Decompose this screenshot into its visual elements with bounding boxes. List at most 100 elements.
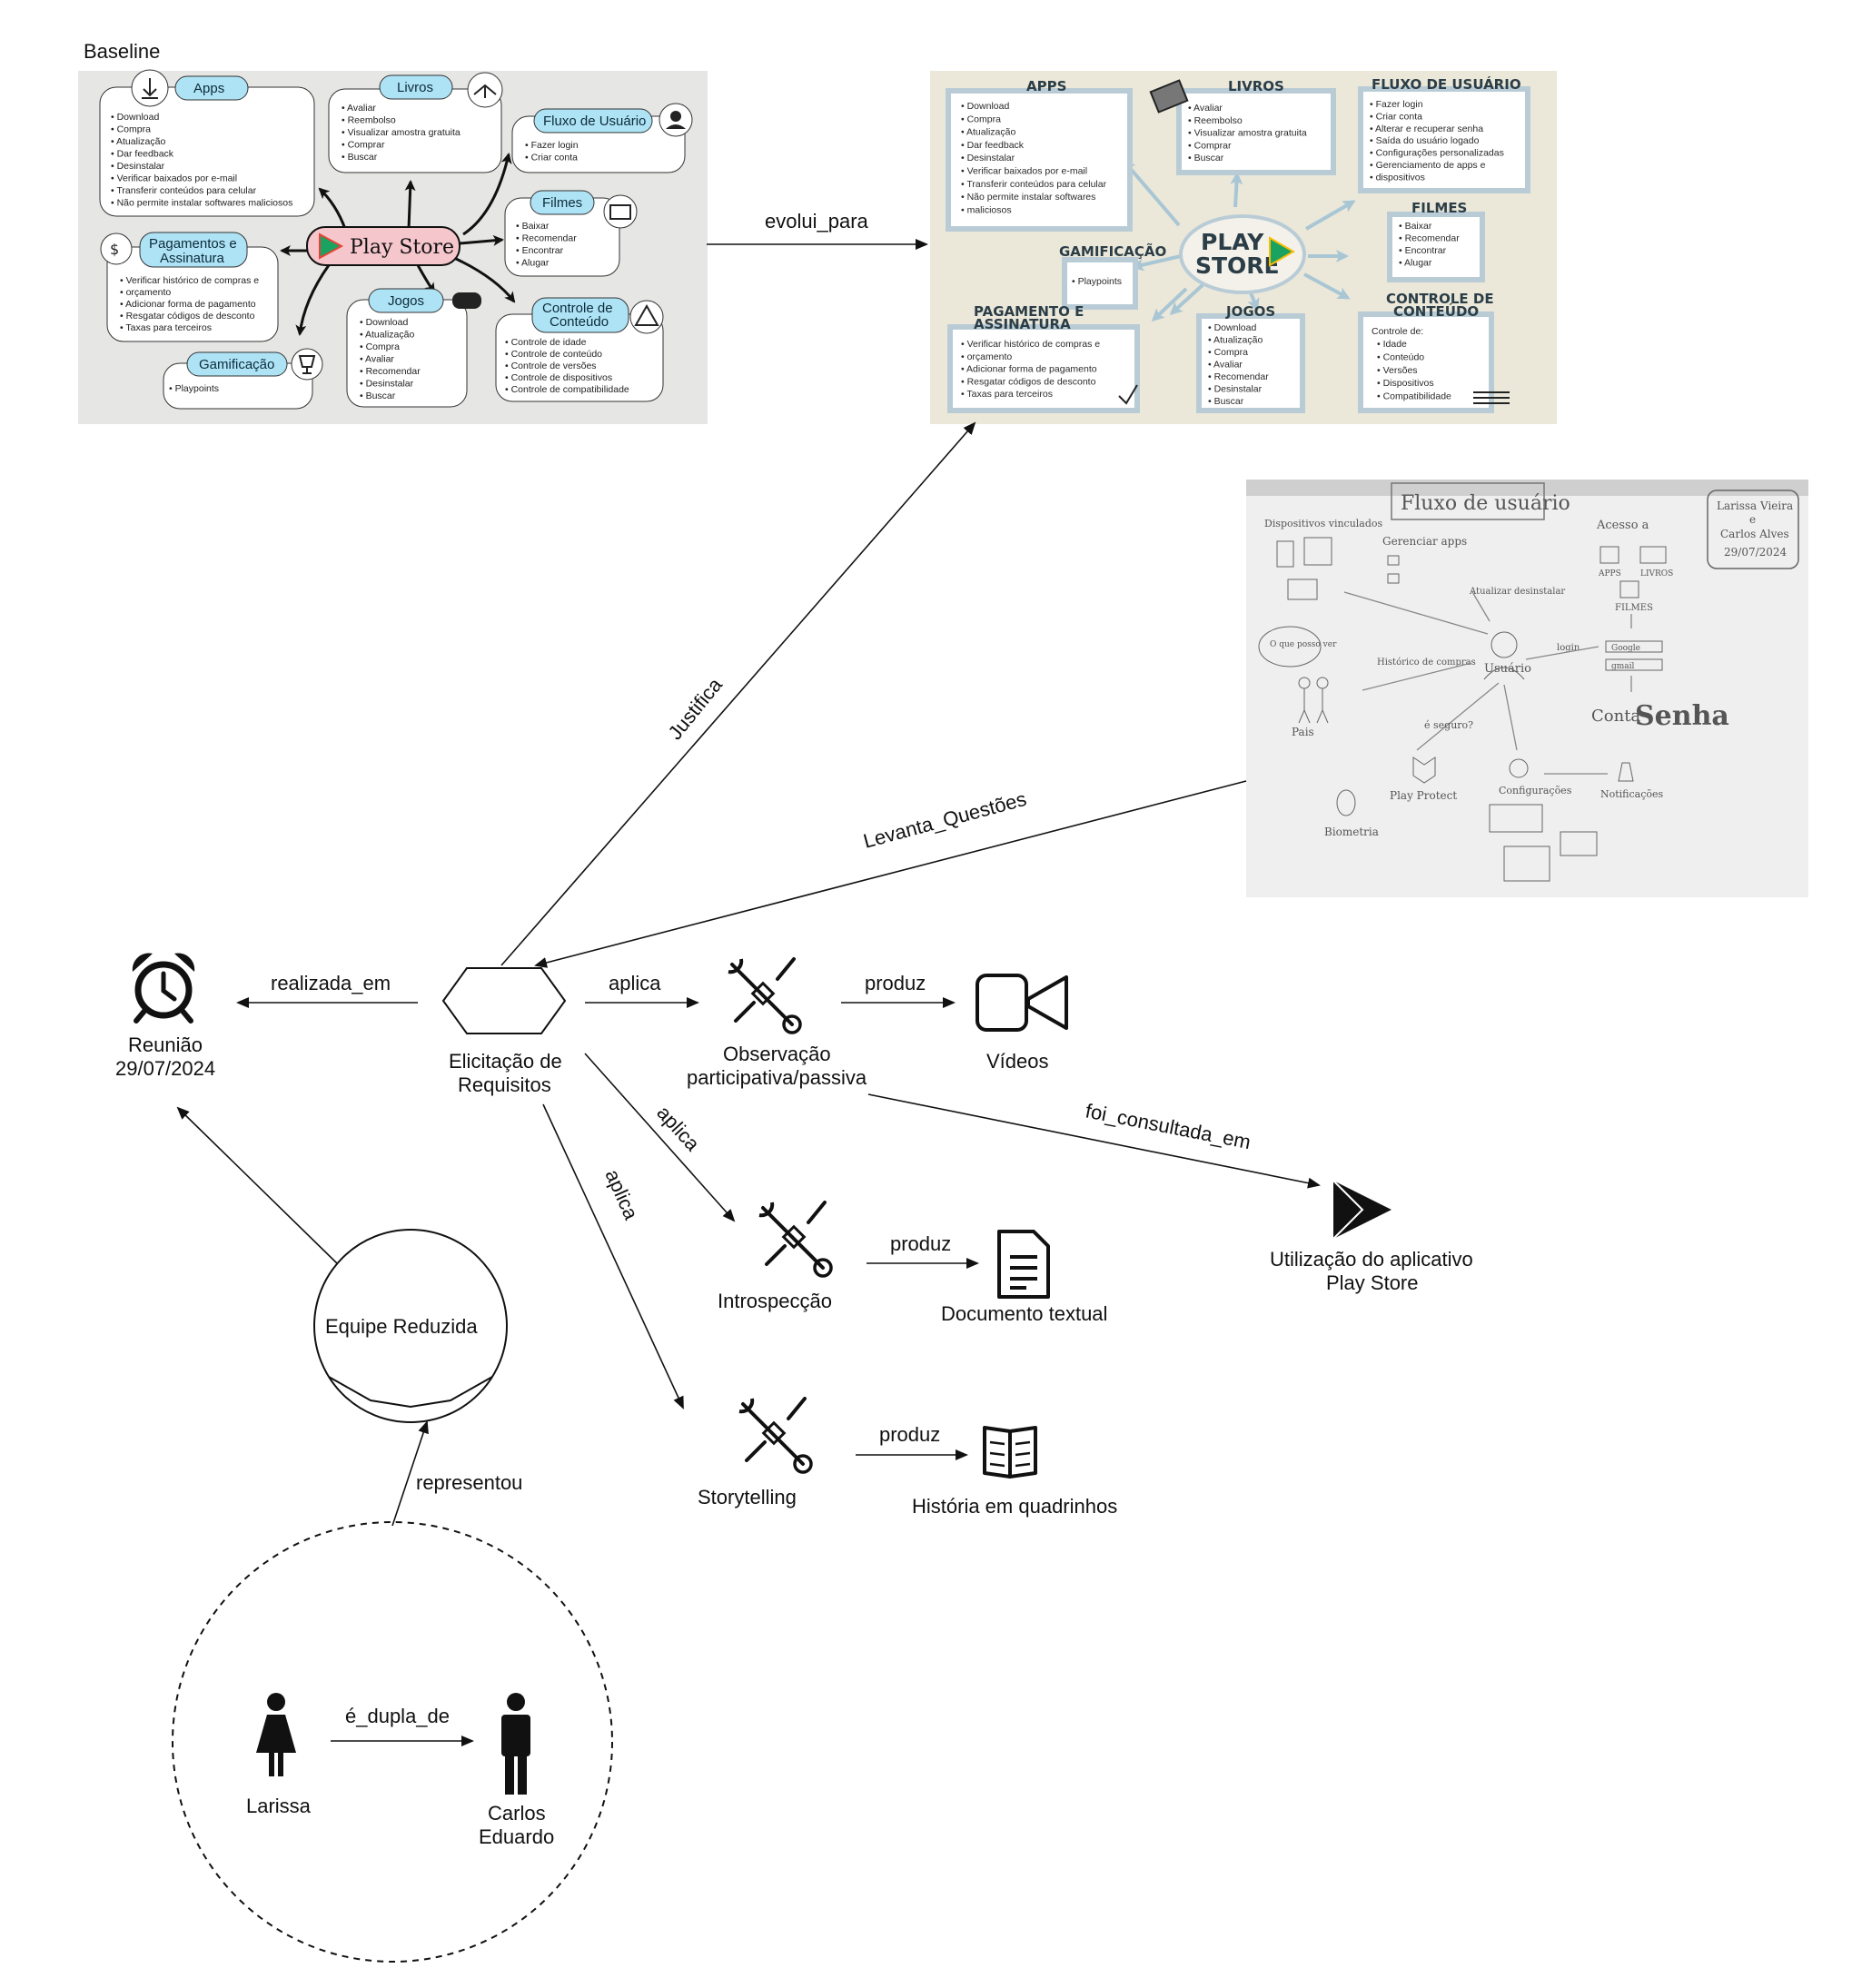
baseline-jogos-pill	[368, 288, 444, 313]
node-reuniao-line1: Reunião	[128, 1034, 203, 1056]
list-item: • Controle de conteúdo	[505, 349, 602, 360]
list-item: • Visualizar amostra gratuita	[1188, 128, 1307, 139]
list-item: • Criar conta	[1370, 111, 1422, 122]
list-item: • Buscar	[1208, 396, 1244, 407]
list-item: • Compra	[111, 124, 151, 135]
list-item: • Configurações personalizadas	[1370, 148, 1504, 159]
baseline-filmes-pill	[530, 190, 595, 215]
list-item: • Download	[961, 101, 1009, 112]
label-aplica-1: aplica	[609, 972, 661, 994]
baseline-controle-list: • Controle de idade• Controle de conteúd…	[505, 337, 629, 395]
list-item: • Controle de versões	[505, 361, 597, 371]
evolved-center	[1179, 214, 1306, 294]
list-item: • Verificar histórico de compras e	[961, 339, 1100, 350]
label-produz-2: produz	[890, 1232, 951, 1255]
evolved-controle-title-1: CONTROLE DE	[1386, 291, 1494, 307]
baseline-branch-fluxo	[462, 153, 512, 236]
baseline-apps-list: • Download• Compra• Atualização• Dar fee…	[111, 112, 292, 209]
sketch-label-livros: LIVROS	[1640, 569, 1673, 579]
list-item: • Comprar	[1188, 140, 1232, 151]
evolved-filmes-title: FILMES	[1411, 200, 1467, 216]
evolved-fluxo-title: FLUXO DE USUÁRIO	[1372, 75, 1521, 93]
svg-text:$: $	[110, 241, 119, 258]
sketch-label-biometria: Biometria	[1324, 826, 1379, 838]
sketch-label-seguro: é seguro?	[1424, 719, 1473, 731]
evolved-center-line2: STORE	[1195, 252, 1280, 279]
node-equipe-circle	[313, 1229, 508, 1423]
label-produz-1: produz	[865, 972, 926, 994]
list-item: • Recomendar	[1399, 233, 1460, 244]
list-item: • Playpoints	[1072, 276, 1122, 287]
list-item: • Gerenciamento de apps e	[1370, 160, 1486, 171]
list-item: • Atualização	[961, 127, 1015, 138]
baseline-fluxo-list: • Fazer login• Criar conta	[525, 140, 579, 163]
evolved-gamificacao-list: • Playpoints	[1072, 276, 1122, 287]
baseline-controle-title-1: Controle de	[542, 301, 613, 316]
baseline-gamificacao-list: • Playpoints	[169, 383, 219, 394]
node-observacao-line1: Observação	[723, 1043, 831, 1065]
baseline-branch-controle	[453, 256, 516, 303]
sketch-label-senha: gmail	[1611, 662, 1635, 671]
list-item: • Taxas para terceiros	[120, 322, 212, 333]
evolved-fluxo-list: • Fazer login• Criar conta• Alterar e re…	[1370, 99, 1504, 183]
list-item: • maliciosos	[961, 204, 1012, 215]
list-item: • Fazer login	[525, 140, 579, 151]
evolved-fluxo-card	[1358, 86, 1530, 193]
label-produz-3: produz	[879, 1423, 940, 1446]
baseline-controle-pill	[531, 297, 629, 333]
label-representou: representou	[416, 1471, 522, 1494]
list-item: • Não permite instalar softwares malicio…	[111, 198, 292, 209]
list-item: • dispositivos	[1370, 172, 1425, 183]
list-item: • Encontrar	[1399, 245, 1447, 256]
list-item: • Controle de compatibilidade	[505, 384, 629, 395]
baseline-livros-pill	[379, 74, 453, 100]
evolved-pagamento-title-1: PAGAMENTO E	[974, 303, 1084, 320]
label-aplica-2: aplica	[652, 1102, 705, 1156]
list-item: • Alugar	[516, 258, 550, 269]
evolved-apps-title: APPS	[1026, 78, 1066, 94]
list-item: • Dar feedback	[961, 140, 1025, 151]
list-item: • Recomendar	[360, 366, 421, 377]
list-item: • Avaliar	[1188, 103, 1223, 114]
edge-aplica-introspeccao	[584, 1053, 736, 1222]
tv-icon	[603, 194, 638, 229]
list-item: • Desinstalar	[111, 161, 165, 172]
list-item: • Buscar	[342, 152, 378, 163]
sketch-label-usuario: Usuário	[1484, 662, 1531, 676]
document-icon	[997, 1230, 1050, 1299]
play-logo-icon	[319, 232, 344, 260]
sketch-author-1: Larissa Vieira	[1717, 499, 1793, 512]
gamepad-icon	[452, 292, 481, 309]
list-item: • Adicionar forma de pagamento	[961, 364, 1097, 375]
baseline-pagamentos-title-2: Assinatura	[160, 251, 225, 266]
sketch-label-google: Senha	[1635, 700, 1729, 732]
list-item: • Não permite instalar softwares	[961, 192, 1095, 203]
sketch-photo: Fluxo de usuário Larissa Vieira e Carlos…	[1246, 480, 1808, 897]
sketch-label-login: login	[1557, 643, 1580, 653]
evolved-pagamento-title-2: ASSINATURA	[974, 316, 1071, 332]
list-item: • Transferir conteúdos para celular	[111, 185, 257, 196]
list-item: • Transferir conteúdos para celular	[961, 179, 1107, 190]
evolved-livros-title: LIVROS	[1228, 78, 1284, 94]
evolved-jogos-title: JOGOS	[1225, 303, 1275, 320]
label-aplica-3: aplica	[600, 1166, 643, 1223]
list-item: • Avaliar	[342, 103, 376, 114]
list-item: • Verificar baixados por e-mail	[961, 166, 1087, 177]
list-item: • Download	[360, 317, 408, 328]
money-icon	[100, 232, 133, 265]
baseline-gamificacao-pill	[186, 351, 288, 377]
list-item: • Conteúdo	[1377, 351, 1424, 362]
sketch-title: Fluxo de usuário	[1401, 492, 1570, 515]
baseline-jogos-title: Jogos	[388, 293, 424, 309]
tools-icon-observacao	[728, 957, 802, 1034]
open-book-icon	[983, 1426, 1037, 1479]
baseline-fluxo-title: Fluxo de Usuário	[543, 114, 646, 129]
list-item: • Reembolso	[1188, 115, 1243, 126]
node-carlos-line2: Eduardo	[479, 1825, 554, 1848]
evolved-filmes-card	[1387, 212, 1485, 282]
node-observacao-line2: participativa/passiva	[687, 1066, 867, 1089]
sketch-label-notificacoes: Notificações	[1600, 788, 1664, 800]
checkmark-icon	[1118, 384, 1138, 405]
node-playstore-line2: Play Store	[1326, 1271, 1419, 1294]
node-documento: Documento textual	[941, 1302, 1107, 1325]
